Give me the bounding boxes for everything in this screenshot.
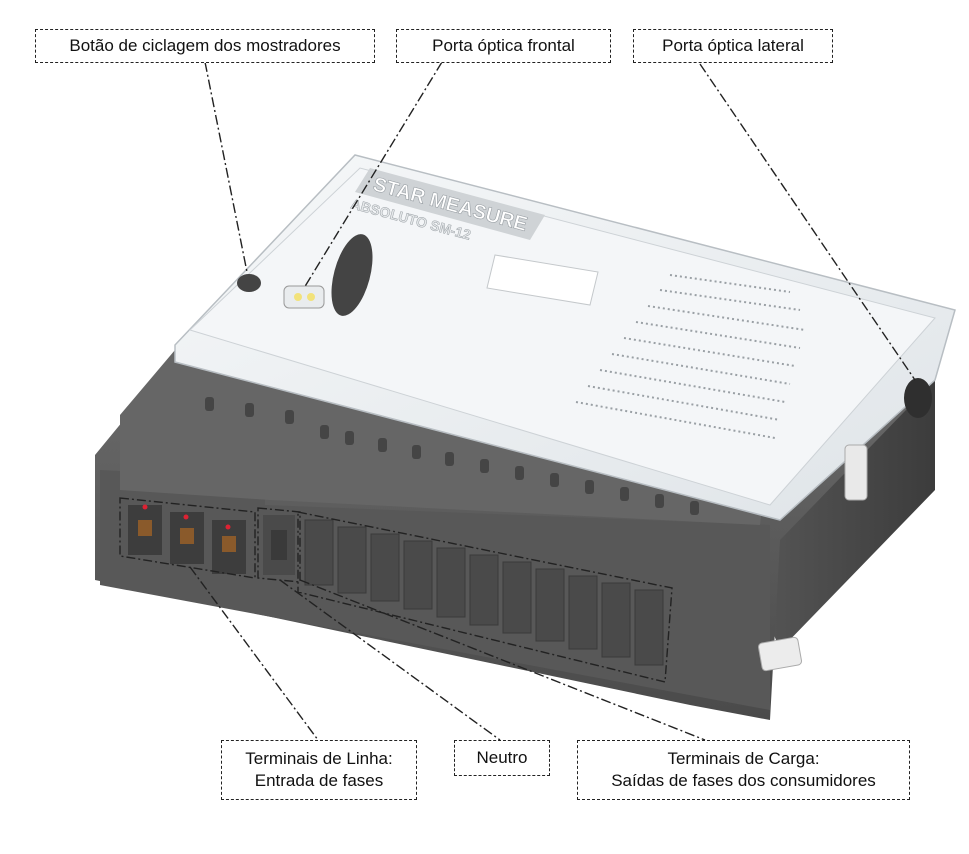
line-terminals	[128, 504, 246, 574]
callout-line-terminals-line1: Terminais de Linha:	[245, 749, 393, 768]
energy-meter-device: STAR MEASURE ABSOLUTO SM-12	[95, 154, 956, 720]
seal-tag	[844, 444, 868, 501]
load-terminals-outline	[297, 511, 673, 683]
cover-top-face	[189, 167, 936, 506]
callout-side-optical-port-text: Porta óptica lateral	[662, 36, 804, 55]
callout-front-optical-port: Porta óptica frontal	[396, 29, 611, 63]
leader-lines	[189, 61, 916, 741]
neutral-outline	[257, 507, 301, 583]
cycle-button	[237, 274, 261, 292]
brand-plate	[355, 168, 545, 240]
side-optical-port	[904, 378, 932, 418]
callout-line-terminals-line2: Entrada de fases	[254, 771, 384, 790]
callout-neutral: Neutro	[454, 740, 550, 776]
callout-front-optical-port-text: Porta óptica frontal	[432, 36, 575, 55]
leader-front-port	[303, 61, 443, 289]
front-optical-port	[283, 285, 325, 309]
callout-cycle-button: Botão de ciclagem dos mostradores	[35, 29, 375, 63]
callout-load-terminals: Terminais de Carga: Saídas de fases dos …	[577, 740, 910, 800]
callout-line-terminals: Terminais de Linha: Entrada de fases	[221, 740, 417, 800]
callout-cycle-button-text: Botão de ciclagem dos mostradores	[69, 36, 341, 55]
neutral-terminal	[263, 515, 295, 575]
optical-port-cap	[331, 234, 373, 316]
leader-side-port	[699, 63, 916, 381]
callout-side-optical-port: Porta óptica lateral	[633, 29, 833, 63]
vent-slots	[205, 397, 699, 515]
display-rows	[575, 274, 806, 439]
leader-load-terminals	[299, 579, 706, 741]
load-terminals	[304, 519, 664, 666]
info-window	[486, 254, 599, 306]
leader-cycle-button	[204, 61, 248, 273]
meter-side-wall	[760, 380, 935, 650]
leader-neutral	[279, 579, 501, 741]
callout-neutral-text: Neutro	[476, 748, 528, 767]
seal-tag-lower	[758, 636, 802, 672]
line-terminals-outline	[119, 497, 256, 579]
callout-load-terminals-line2: Saídas de fases dos consumidores	[611, 771, 876, 790]
terminal-group-outlines	[119, 497, 673, 683]
callout-load-terminals-line1: Terminais de Carga:	[667, 749, 820, 768]
